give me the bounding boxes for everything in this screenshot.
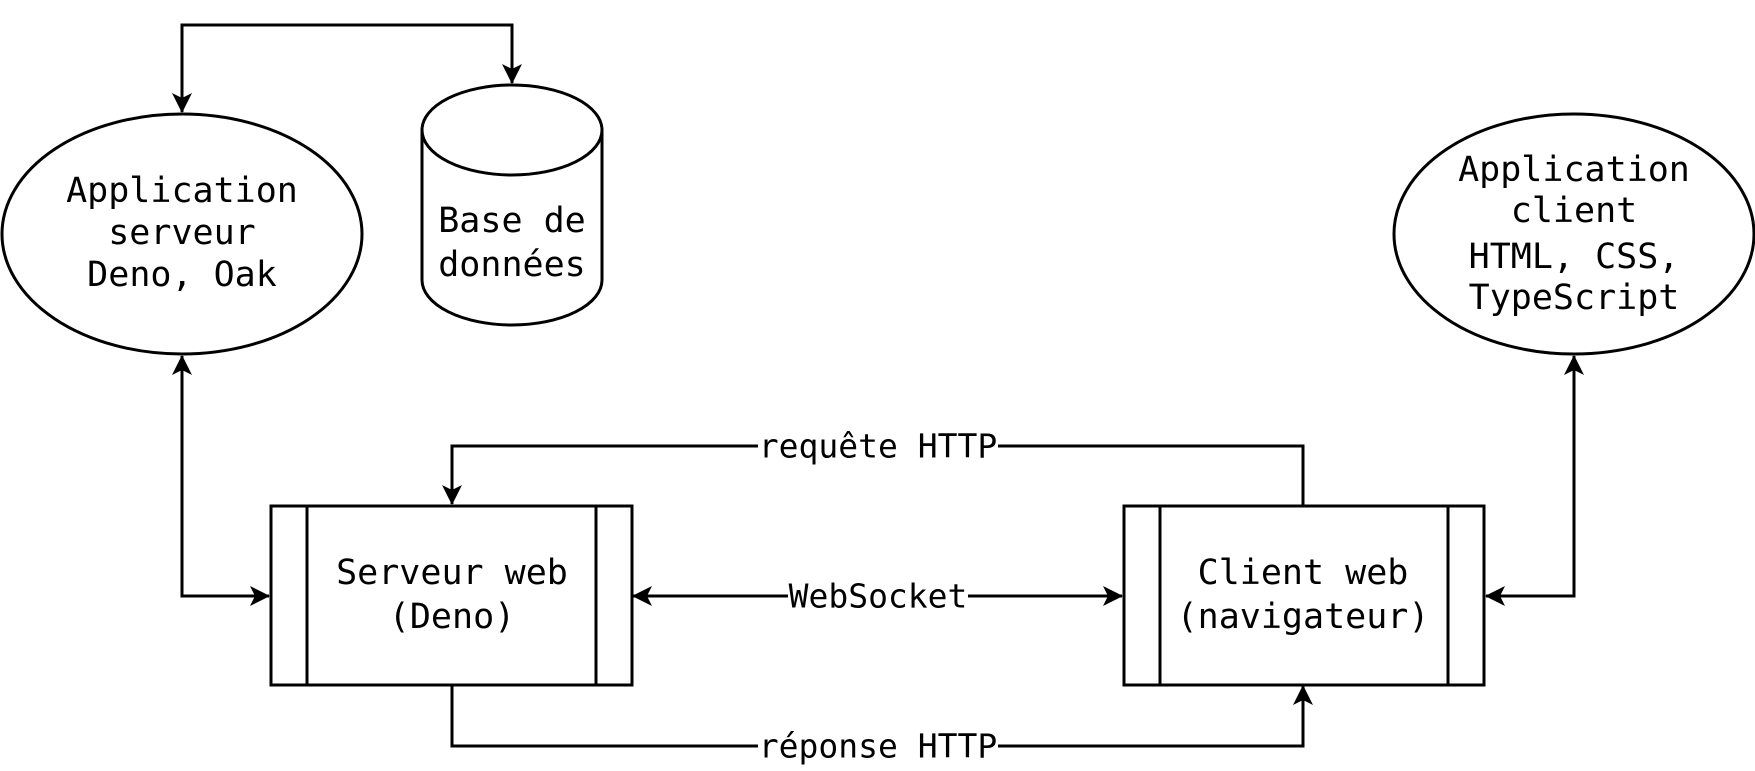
web-server-line-2: (Deno) <box>389 597 515 637</box>
client-app-line-2: client <box>1511 191 1637 231</box>
http-request-label: requête HTTP <box>759 427 997 466</box>
web-client-line-2: (navigateur) <box>1177 597 1430 637</box>
node-web-client: Client web (navigateur) <box>1122 504 1486 687</box>
node-database: Base de données <box>420 83 604 327</box>
edge-server-app-database <box>172 23 522 113</box>
edge-label-http-request: requête HTTP <box>758 427 998 466</box>
websocket-label: WebSocket <box>789 577 968 616</box>
edge-client-app-web-client <box>1485 355 1584 606</box>
client-app-line-4: TypeScript <box>1469 278 1680 318</box>
client-app-line-3: HTML, CSS, <box>1469 237 1680 277</box>
server-app-line-3: Deno, Oak <box>87 255 277 295</box>
server-app-line-1: Application <box>66 171 298 211</box>
edge-label-http-response: réponse HTTP <box>758 727 998 766</box>
database-line-2: données <box>438 245 586 285</box>
edge-server-app-web-server <box>172 355 270 606</box>
node-server-app: Application serveur Deno, Oak <box>0 112 364 356</box>
edge-label-websocket: WebSocket <box>788 577 968 616</box>
web-server-line-1: Serveur web <box>336 553 568 593</box>
web-client-line-1: Client web <box>1198 553 1409 593</box>
client-app-line-1: Application <box>1458 150 1690 190</box>
database-line-1: Base de <box>438 201 586 241</box>
node-web-server: Serveur web (Deno) <box>269 504 634 687</box>
node-client-app: Application client HTML, CSS, TypeScript <box>1392 112 1755 356</box>
http-response-label: réponse HTTP <box>759 727 997 766</box>
server-app-line-2: serveur <box>108 213 256 253</box>
